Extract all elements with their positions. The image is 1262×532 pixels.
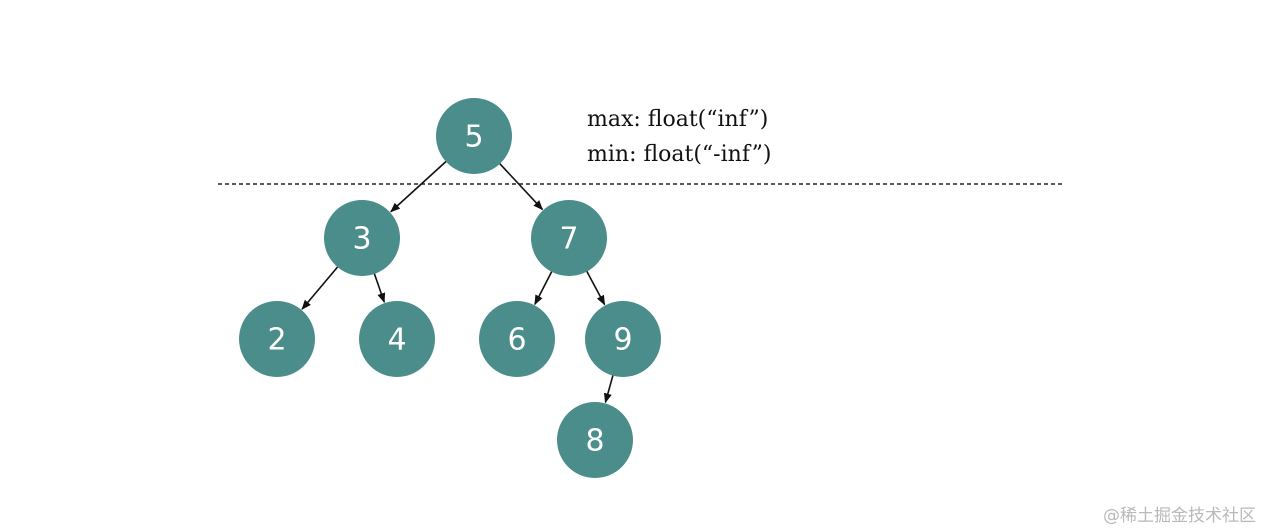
tree-node-8: 8 <box>557 402 633 478</box>
node-circle <box>479 301 555 377</box>
nodes-layer: 5 3 7 2 4 6 9 8 <box>239 98 661 478</box>
node-circle <box>557 402 633 478</box>
tree-node-3: 3 <box>324 200 400 276</box>
tree-node-2: 2 <box>239 301 315 377</box>
node-circle <box>585 301 661 377</box>
tree-node-4: 4 <box>359 301 435 377</box>
node-label: 3 <box>352 222 371 257</box>
node-label: 6 <box>507 323 526 358</box>
node-circle <box>436 98 512 174</box>
min-annotation: min: float(“-inf”) <box>587 142 772 167</box>
node-label: 9 <box>613 323 632 358</box>
node-circle <box>324 200 400 276</box>
edge-n7-n6 <box>534 269 554 306</box>
edge-n7-n9 <box>585 269 606 306</box>
tree-node-9: 9 <box>585 301 661 377</box>
edge-n3-n2 <box>301 265 340 310</box>
edge-n9-n8 <box>603 373 615 404</box>
tree-node-7: 7 <box>531 200 607 276</box>
max-annotation: max: float(“inf”) <box>587 107 769 132</box>
edges-layer <box>301 159 615 404</box>
node-label: 8 <box>585 424 604 459</box>
node-circle <box>531 200 607 276</box>
node-circle <box>239 301 315 377</box>
node-circle <box>359 301 435 377</box>
tree-node-6: 6 <box>479 301 555 377</box>
tree-node-5: 5 <box>436 98 512 174</box>
watermark-text: @稀土掘金技术社区 <box>1103 506 1256 526</box>
node-label: 4 <box>387 323 406 358</box>
edge-n5-n3 <box>390 159 448 213</box>
edge-n5-n7 <box>497 161 544 211</box>
edge-n3-n4 <box>373 271 386 304</box>
node-label: 5 <box>464 120 483 155</box>
node-label: 2 <box>267 323 286 358</box>
node-label: 7 <box>559 222 578 257</box>
